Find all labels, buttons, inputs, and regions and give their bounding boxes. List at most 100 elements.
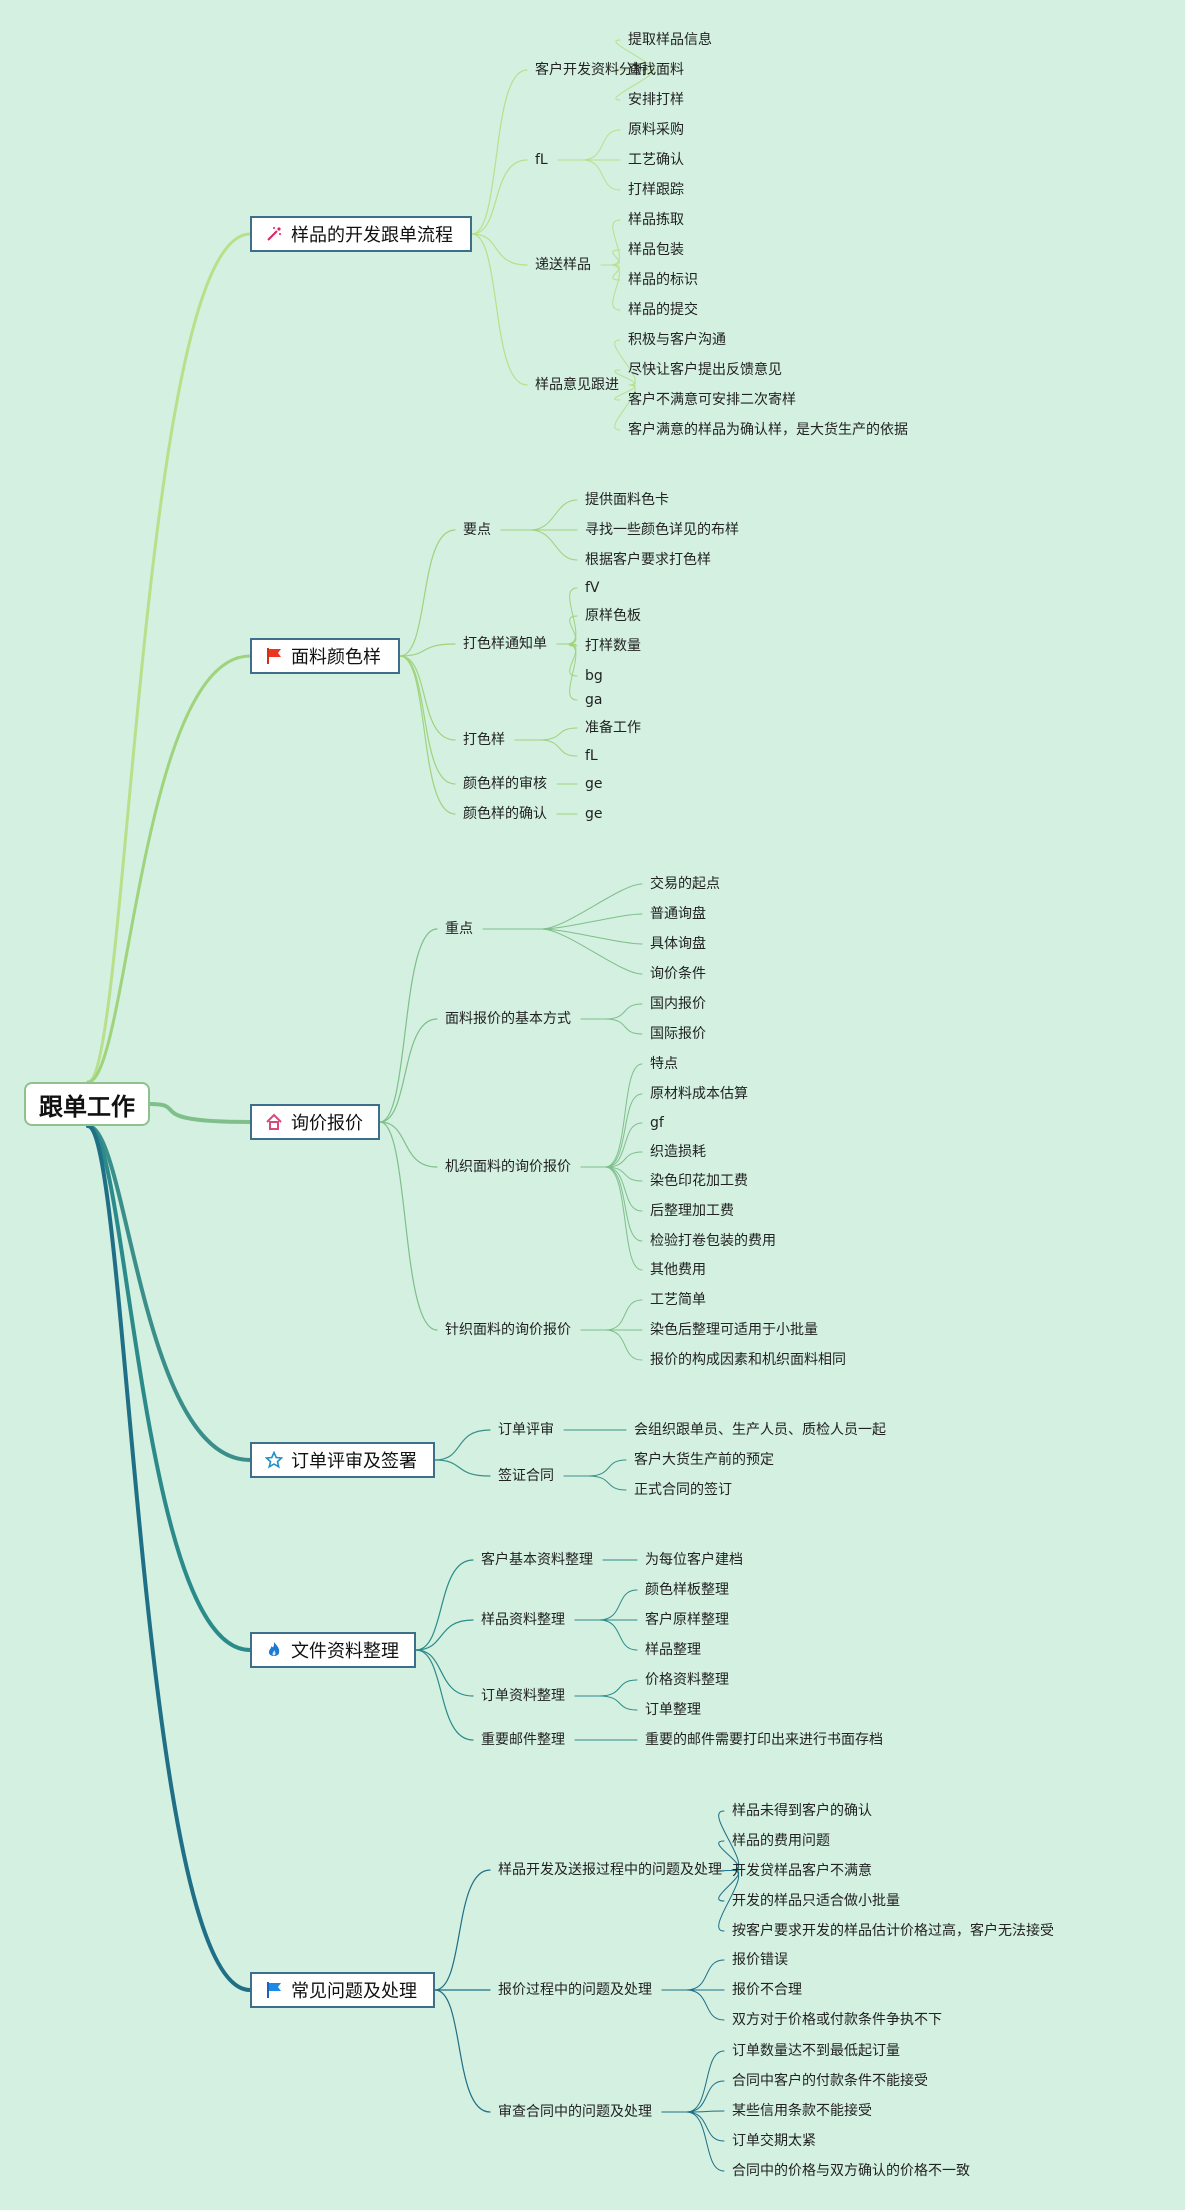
leaf-topic[interactable]: 检验打卷包装的费用 — [650, 1233, 776, 1249]
leaf-topic[interactable]: 订单数量达不到最低起订量 — [732, 2043, 900, 2059]
leaf-topic[interactable]: 后整理加工费 — [650, 1203, 734, 1219]
leaf-topic[interactable]: 样品的标识 — [628, 272, 698, 288]
subtopic[interactable]: 样品意见跟进 — [535, 377, 619, 393]
leaf-topic[interactable]: 具体询盘 — [650, 936, 706, 952]
leaf-topic[interactable]: 普通询盘 — [650, 906, 706, 922]
subtopic[interactable]: 样品开发及送报过程中的问题及处理 — [498, 1862, 722, 1878]
leaf-topic[interactable]: 织造损耗 — [650, 1144, 706, 1160]
subtopic[interactable]: 报价过程中的问题及处理 — [498, 1982, 652, 1998]
subtopic[interactable]: 面料报价的基本方式 — [445, 1011, 571, 1027]
leaf-topic[interactable]: 工艺确认 — [628, 152, 684, 168]
subtopic[interactable]: 要点 — [463, 522, 491, 538]
leaf-topic[interactable]: 开发贷样品客户不满意 — [732, 1863, 872, 1879]
leaf-topic[interactable]: 正式合同的签订 — [634, 1482, 732, 1498]
root-topic[interactable]: 跟单工作 — [24, 1082, 150, 1126]
subtopic[interactable]: 重要邮件整理 — [481, 1732, 565, 1748]
leaf-topic[interactable]: 报价错误 — [732, 1952, 788, 1968]
leaf-topic[interactable]: 提供面料色卡 — [585, 492, 669, 508]
leaf-topic[interactable]: 尽快让客户提出反馈意见 — [628, 362, 782, 378]
leaf-topic[interactable]: 价格资料整理 — [645, 1672, 729, 1688]
leaf-topic[interactable]: 样品的费用问题 — [732, 1833, 830, 1849]
subtopic[interactable]: 客户基本资料整理 — [481, 1552, 593, 1568]
subtopic[interactable]: 客户开发资料分析 — [535, 62, 647, 78]
subtopic[interactable]: 递送样品 — [535, 257, 591, 273]
leaf-topic[interactable]: 染色印花加工费 — [650, 1173, 748, 1189]
leaf-topic[interactable]: 开发的样品只适合做小批量 — [732, 1893, 900, 1909]
leaf-topic[interactable]: ge — [585, 776, 603, 792]
topic-1[interactable]: 样品的开发跟单流程 — [250, 216, 472, 252]
subtopic[interactable]: 审查合同中的问题及处理 — [498, 2104, 652, 2120]
leaf-topic[interactable]: fV — [585, 580, 600, 596]
leaf-topic[interactable]: ga — [585, 692, 603, 708]
subtopic[interactable]: 样品资料整理 — [481, 1612, 565, 1628]
leaf-topic[interactable]: 原样色板 — [585, 608, 641, 624]
leaf-topic[interactable]: 样品包装 — [628, 242, 684, 258]
leaf-topic[interactable]: 提取样品信息 — [628, 32, 712, 48]
topic-4[interactable]: 订单评审及签署 — [250, 1442, 435, 1478]
leaf-topic[interactable]: 合同中客户的付款条件不能接受 — [732, 2073, 928, 2089]
subtopic[interactable]: fL — [535, 152, 548, 168]
leaf-topic[interactable]: 双方对于价格或付款条件争执不下 — [732, 2012, 942, 2028]
leaf-topic[interactable]: 交易的起点 — [650, 876, 720, 892]
leaf-topic[interactable]: 样品未得到客户的确认 — [732, 1803, 872, 1819]
subtopic[interactable]: 重点 — [445, 921, 473, 937]
leaf-topic[interactable]: 染色后整理可适用于小批量 — [650, 1322, 818, 1338]
topic-2[interactable]: 面料颜色样 — [250, 638, 400, 674]
leaf-topic[interactable]: 原材料成本估算 — [650, 1086, 748, 1102]
topic-5[interactable]: 文件资料整理 — [250, 1632, 416, 1668]
star-icon — [264, 1450, 284, 1470]
blue-flag-icon — [264, 1980, 284, 2000]
leaf-topic[interactable]: 查找面料 — [628, 62, 684, 78]
leaf-topic[interactable]: 国际报价 — [650, 1026, 706, 1042]
leaf-topic[interactable]: 报价的构成因素和机织面料相同 — [650, 1352, 846, 1368]
leaf-topic[interactable]: fL — [585, 748, 598, 764]
leaf-topic[interactable]: ge — [585, 806, 603, 822]
subtopic[interactable]: 机织面料的询价报价 — [445, 1159, 571, 1175]
subtopic[interactable]: 打色样 — [463, 732, 505, 748]
leaf-topic[interactable]: 样品的提交 — [628, 302, 698, 318]
leaf-topic[interactable]: 打样跟踪 — [628, 182, 684, 198]
leaf-topic[interactable]: 某些信用条款不能接受 — [732, 2103, 872, 2119]
leaf-topic[interactable]: 客户满意的样品为确认样，是大货生产的依据 — [628, 422, 908, 438]
leaf-topic[interactable]: 会组织跟单员、生产人员、质检人员一起 — [634, 1422, 886, 1438]
leaf-topic[interactable]: 询价条件 — [650, 966, 706, 982]
magic-wand-icon — [264, 224, 284, 244]
leaf-topic[interactable]: 订单交期太紧 — [732, 2133, 816, 2149]
leaf-topic[interactable]: 国内报价 — [650, 996, 706, 1012]
leaf-topic[interactable]: 寻找一些颜色详见的布样 — [585, 522, 739, 538]
subtopic[interactable]: 订单评审 — [498, 1422, 554, 1438]
flame-icon — [264, 1640, 284, 1660]
leaf-topic[interactable]: bg — [585, 668, 603, 684]
subtopic[interactable]: 打色样通知单 — [463, 636, 547, 652]
leaf-topic[interactable]: 安排打样 — [628, 92, 684, 108]
leaf-topic[interactable]: 特点 — [650, 1056, 678, 1072]
leaf-topic[interactable]: 原料采购 — [628, 122, 684, 138]
subtopic[interactable]: 颜色样的确认 — [463, 806, 547, 822]
topic-6[interactable]: 常见问题及处理 — [250, 1972, 435, 2008]
leaf-topic[interactable]: 工艺简单 — [650, 1292, 706, 1308]
leaf-topic[interactable]: 根据客户要求打色样 — [585, 552, 711, 568]
leaf-topic[interactable]: gf — [650, 1115, 664, 1131]
leaf-topic[interactable]: 客户不满意可安排二次寄样 — [628, 392, 796, 408]
leaf-topic[interactable]: 报价不合理 — [732, 1982, 802, 1998]
topic-3[interactable]: 询价报价 — [250, 1104, 380, 1140]
leaf-topic[interactable]: 打样数量 — [585, 638, 641, 654]
leaf-topic[interactable]: 按客户要求开发的样品估计价格过高，客户无法接受 — [732, 1923, 1054, 1939]
leaf-topic[interactable]: 订单整理 — [645, 1702, 701, 1718]
leaf-topic[interactable]: 准备工作 — [585, 720, 641, 736]
subtopic[interactable]: 针织面料的询价报价 — [445, 1322, 571, 1338]
leaf-topic[interactable]: 合同中的价格与双方确认的价格不一致 — [732, 2163, 970, 2179]
leaf-topic[interactable]: 客户原样整理 — [645, 1612, 729, 1628]
leaf-topic[interactable]: 积极与客户沟通 — [628, 332, 726, 348]
leaf-topic[interactable]: 重要的邮件需要打印出来进行书面存档 — [645, 1732, 883, 1748]
topic-label: 常见问题及处理 — [291, 1981, 417, 2002]
subtopic[interactable]: 签证合同 — [498, 1468, 554, 1484]
leaf-topic[interactable]: 样品整理 — [645, 1642, 701, 1658]
subtopic[interactable]: 订单资料整理 — [481, 1688, 565, 1704]
leaf-topic[interactable]: 颜色样板整理 — [645, 1582, 729, 1598]
leaf-topic[interactable]: 样品拣取 — [628, 212, 684, 228]
leaf-topic[interactable]: 为每位客户建档 — [645, 1552, 743, 1568]
subtopic[interactable]: 颜色样的审核 — [463, 776, 547, 792]
leaf-topic[interactable]: 其他费用 — [650, 1262, 706, 1278]
leaf-topic[interactable]: 客户大货生产前的预定 — [634, 1452, 774, 1468]
